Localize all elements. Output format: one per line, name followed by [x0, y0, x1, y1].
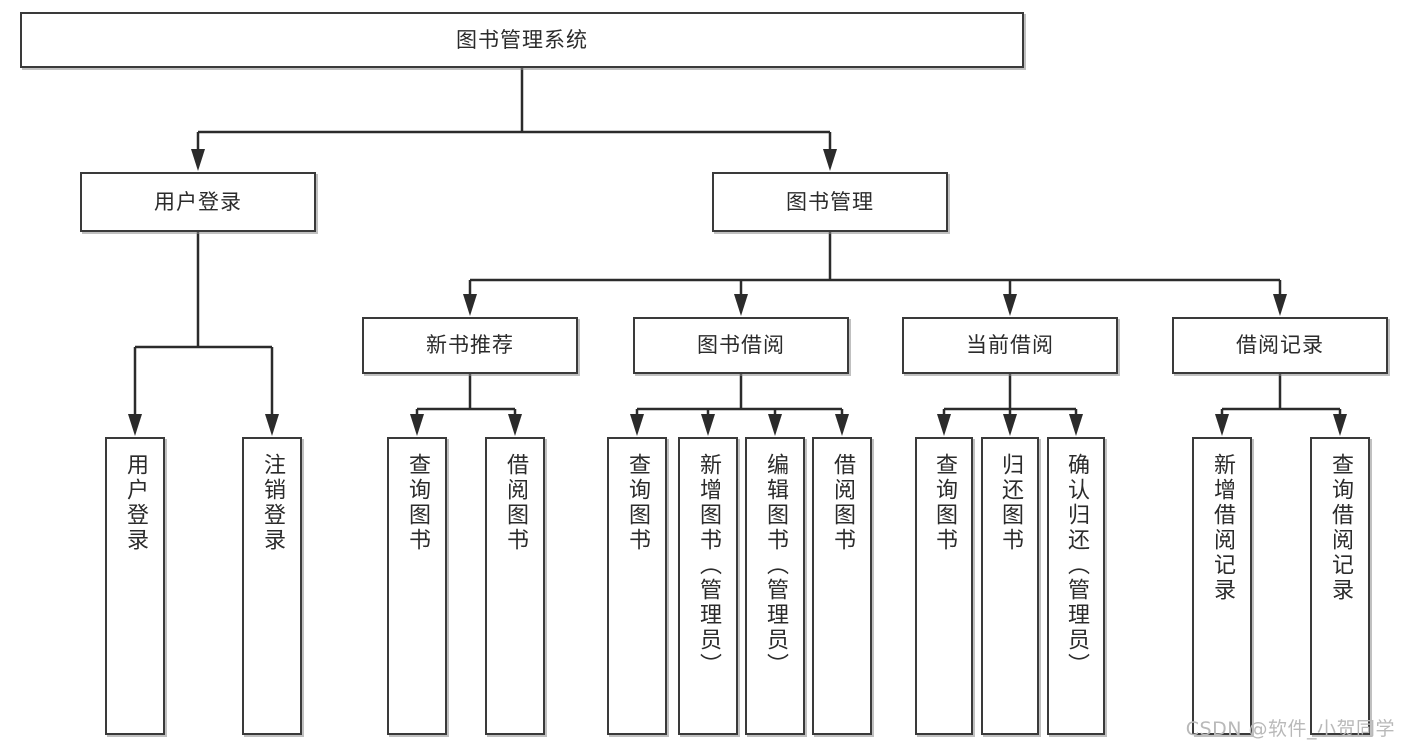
- watermark-label: CSDN @软件_小贺同学: [1185, 718, 1395, 740]
- node-leaf13[interactable]: 查询借阅记录: [1310, 437, 1370, 735]
- node-label: 图书管理系统: [456, 27, 588, 52]
- node-l2d[interactable]: 借阅记录: [1172, 317, 1388, 374]
- arrowhead-l2b: [734, 294, 748, 316]
- node-l2a[interactable]: 新书推荐: [362, 317, 578, 374]
- node-label: 查询图书: [932, 453, 957, 553]
- node-label: 注销登录: [260, 453, 285, 553]
- arrowhead-leaf8: [835, 414, 849, 436]
- arrowhead-leaf13: [1333, 414, 1347, 436]
- arrowhead-leaf12: [1215, 414, 1229, 436]
- node-label: 新书推荐: [426, 333, 514, 358]
- arrowhead-leaf11: [1069, 414, 1083, 436]
- node-leaf11[interactable]: 确认归还（管理员）: [1047, 437, 1105, 735]
- node-label: 新增借阅记录: [1210, 453, 1235, 603]
- node-label: 新增图书（管理员）: [696, 453, 721, 678]
- arrowhead-leaf10: [1003, 414, 1017, 436]
- node-label: 查询图书: [405, 453, 430, 553]
- arrowhead-leaf7: [768, 414, 782, 436]
- node-leaf1[interactable]: 用户登录: [105, 437, 165, 735]
- arrowhead-l1a: [191, 149, 205, 171]
- node-label: 用户登录: [154, 189, 242, 214]
- node-leaf2[interactable]: 注销登录: [242, 437, 302, 735]
- node-leaf9[interactable]: 查询图书: [915, 437, 973, 735]
- arrowhead-leaf3: [410, 414, 424, 436]
- node-label: 图书管理: [786, 189, 874, 214]
- node-l2c[interactable]: 当前借阅: [902, 317, 1118, 374]
- node-label: 确认归还（管理员）: [1064, 453, 1089, 678]
- node-leaf8[interactable]: 借阅图书: [812, 437, 872, 735]
- arrowhead-leaf2: [265, 414, 279, 436]
- node-label: 图书借阅: [697, 333, 785, 358]
- node-leaf10[interactable]: 归还图书: [981, 437, 1039, 735]
- node-root[interactable]: 图书管理系统: [20, 12, 1024, 68]
- node-label: 借阅图书: [503, 453, 528, 553]
- node-leaf3[interactable]: 查询图书: [387, 437, 447, 735]
- node-label: 借阅记录: [1236, 333, 1324, 358]
- node-label: 编辑图书（管理员）: [763, 453, 788, 678]
- node-label: 当前借阅: [966, 333, 1054, 358]
- arrowhead-l2d: [1273, 294, 1287, 316]
- arrowhead-leaf5: [630, 414, 644, 436]
- arrowhead-l2c: [1003, 294, 1017, 316]
- arrowhead-leaf4: [508, 414, 522, 436]
- arrowhead-leaf9: [937, 414, 951, 436]
- node-leaf12[interactable]: 新增借阅记录: [1192, 437, 1252, 735]
- node-label: 用户登录: [123, 453, 148, 553]
- arrowhead-l2a: [463, 294, 477, 316]
- node-leaf7[interactable]: 编辑图书（管理员）: [745, 437, 805, 735]
- arrowhead-l1b: [823, 149, 837, 171]
- node-leaf4[interactable]: 借阅图书: [485, 437, 545, 735]
- node-leaf5[interactable]: 查询图书: [607, 437, 667, 735]
- arrowhead-leaf1: [128, 414, 142, 436]
- node-label: 借阅图书: [830, 453, 855, 553]
- node-label: 查询图书: [625, 453, 650, 553]
- node-l1a[interactable]: 用户登录: [80, 172, 316, 232]
- node-label: 查询借阅记录: [1328, 453, 1353, 603]
- node-l1b[interactable]: 图书管理: [712, 172, 948, 232]
- arrowhead-leaf6: [701, 414, 715, 436]
- node-l2b[interactable]: 图书借阅: [633, 317, 849, 374]
- node-label: 归还图书: [998, 453, 1023, 553]
- node-leaf6[interactable]: 新增图书（管理员）: [678, 437, 738, 735]
